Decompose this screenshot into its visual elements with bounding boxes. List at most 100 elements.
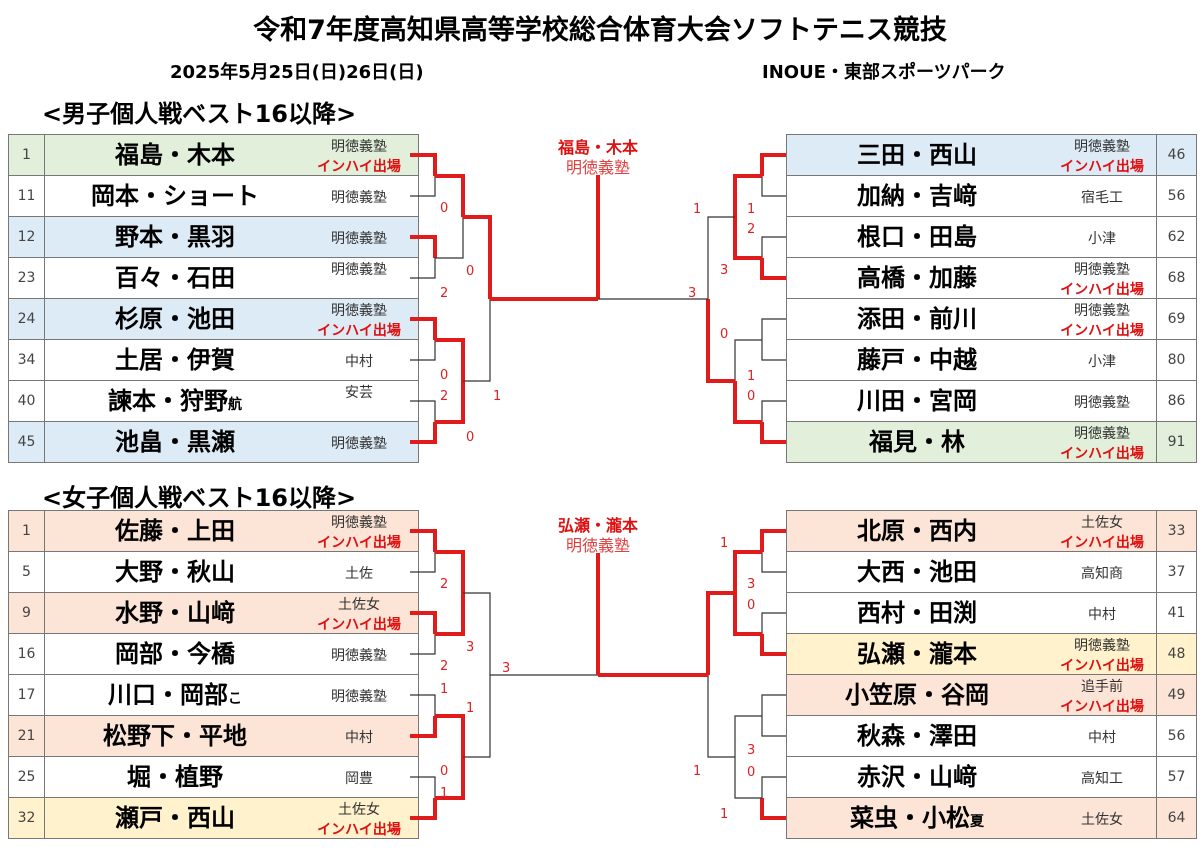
bracket-line — [410, 422, 437, 444]
bracket-line — [410, 153, 437, 176]
bracket-line — [410, 235, 437, 258]
player-names-text: 土居・伊賀 — [115, 346, 235, 374]
school-name: 明徳義塾 — [331, 436, 387, 452]
player-names: 瀬戸・西山 — [45, 798, 305, 838]
interhigh-badge: インハイ出場 — [1060, 323, 1144, 339]
score-label: 0 — [440, 764, 448, 779]
school-name: 宿毛工 — [1081, 190, 1123, 206]
bracket-line — [733, 174, 762, 217]
player-names: 川口・岡部こ — [45, 675, 305, 719]
girls-section-title: <女子個人戦ベスト16以降> — [42, 484, 357, 512]
player-names: 加納・吉﨑 — [787, 176, 1047, 216]
score-label: 3 — [747, 577, 755, 592]
player-names: 大西・池田 — [787, 552, 1047, 592]
seed-number: 40 — [9, 381, 45, 421]
school-name: 土佐女 — [338, 597, 380, 613]
seed-number: 34 — [9, 340, 45, 380]
school-name: 土佐女 — [1081, 812, 1123, 828]
school-name: 中村 — [1088, 607, 1116, 623]
interhigh-badge: インハイ出場 — [1060, 282, 1144, 298]
seed-number: 11 — [9, 176, 45, 216]
player-names: 菜虫・小松夏 — [787, 798, 1047, 842]
page-title: 令和7年度高知県高等学校総合体育大会ソフトテニス競技 — [253, 15, 947, 46]
boys-section-title: <男子個人戦ベスト16以降> — [42, 100, 357, 128]
bracket-line — [410, 776, 436, 798]
score-label: 3 — [502, 661, 510, 676]
interhigh-badge: インハイ出場 — [317, 535, 401, 551]
bracket-line — [706, 299, 735, 383]
player-names-text: 大西・池田 — [857, 558, 977, 586]
seed-number: 25 — [9, 757, 45, 797]
player-names: 北原・西内 — [787, 511, 1047, 551]
player-names-text: 大野・秋山 — [115, 558, 235, 586]
boys-champion-name: 福島・木本 — [557, 138, 638, 157]
seed-number: 68 — [1156, 258, 1196, 298]
seed-number: 1 — [9, 135, 45, 175]
seed-number: 32 — [9, 798, 45, 838]
school-name: 明徳義塾 — [331, 648, 387, 664]
seed-number: 9 — [9, 593, 45, 633]
player-names: 川田・宮岡 — [787, 381, 1047, 421]
player-names: 根口・田島 — [787, 217, 1047, 257]
school-name: 追手前 — [1081, 679, 1123, 695]
player-names: 藤戸・中越 — [787, 340, 1047, 380]
school-name: 土佐 — [345, 566, 373, 582]
player-names-text: 川田・宮岡 — [857, 387, 977, 415]
seed-number: 69 — [1156, 299, 1196, 339]
seed-number: 64 — [1156, 798, 1196, 838]
seed-number: 33 — [1156, 511, 1196, 551]
player-names-text: 岡部・今橋 — [115, 640, 235, 668]
player-names-text: 堀・植野 — [127, 763, 223, 791]
seed-number: 16 — [9, 634, 45, 674]
score-label: 1 — [466, 701, 474, 716]
school-name: 土佐女 — [338, 802, 380, 818]
player-names: 弘瀬・瀧本 — [787, 634, 1047, 674]
player-names-text: 川口・岡部 — [108, 681, 228, 709]
bracket-line — [435, 757, 465, 800]
seed-number: 62 — [1156, 217, 1196, 257]
player-names-text: 高橋・加藤 — [857, 264, 977, 292]
bracket-line — [410, 340, 436, 361]
seed-number: 17 — [9, 675, 45, 715]
score-label: 3 — [466, 640, 474, 655]
bracket-line — [435, 381, 465, 424]
score-label: 0 — [720, 327, 728, 342]
bracket-line — [760, 529, 786, 552]
school-name: 中村 — [1088, 730, 1116, 746]
seed-number: 80 — [1156, 340, 1196, 380]
bracket-line — [734, 757, 762, 799]
score-label: 1 — [693, 764, 701, 779]
player-names-text: 北原・西内 — [857, 517, 977, 545]
interhigh-badge: インハイ出場 — [1060, 446, 1144, 462]
seed-number: 21 — [9, 716, 45, 756]
player-names: 小笠原・谷岡 — [787, 675, 1047, 715]
player-names-text: 秋森・澤田 — [857, 722, 977, 750]
score-label: 0 — [747, 389, 755, 404]
player-names: 松野下・平地 — [45, 716, 305, 756]
bracket-line — [733, 593, 762, 636]
bracket-line — [733, 381, 762, 424]
school-name: 明徳義塾 — [331, 262, 387, 278]
player-names: 水野・山﨑 — [45, 593, 305, 633]
bracket-line — [734, 715, 762, 757]
bracket-line — [410, 611, 437, 634]
score-label: 1 — [440, 786, 448, 801]
player-names-text: 瀬戸・西山 — [115, 804, 235, 832]
bracket-line — [410, 694, 436, 716]
score-label: 2 — [440, 659, 448, 674]
event-venue: INOUE・東部スポーツパーク — [762, 62, 1006, 83]
bracket-line — [435, 550, 465, 593]
seed-number: 1 — [9, 511, 45, 551]
